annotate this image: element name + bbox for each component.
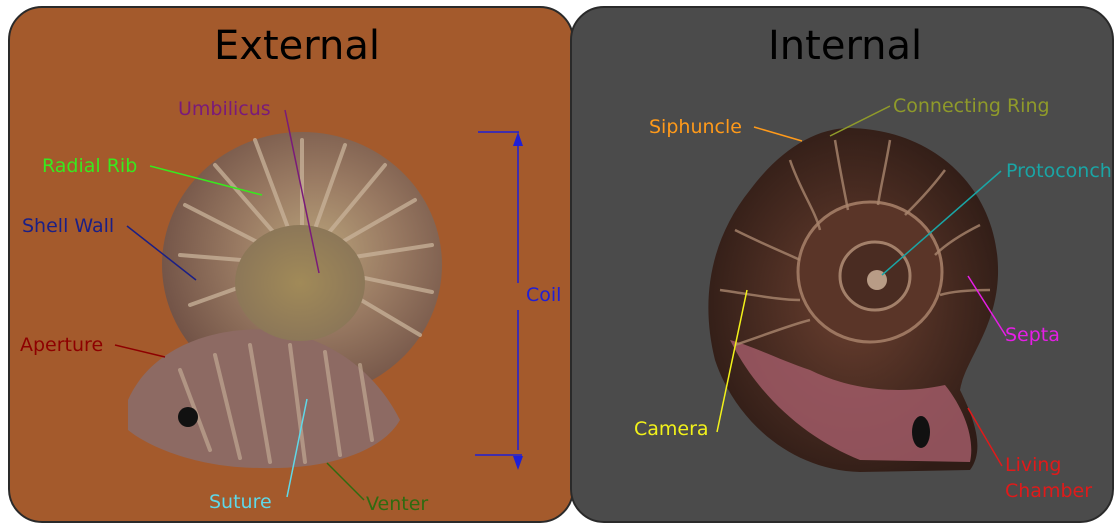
umbilicus-label: Umbilicus: [178, 100, 271, 119]
living-chamber-label-line1: Living: [1005, 456, 1062, 475]
camera-label: Camera: [634, 420, 709, 439]
radial-rib-label: Radial Rib: [42, 157, 137, 176]
living-chamber-label-line2: Chamber: [1005, 482, 1092, 501]
coil-label: Coil: [526, 286, 561, 305]
venter-label: Venter: [366, 495, 428, 514]
protoconch-label: Protoconch: [1006, 162, 1112, 181]
siphuncle-leader-line: [754, 127, 802, 141]
internal-ammonite-image: [708, 128, 998, 472]
external-title: External: [214, 26, 380, 66]
external-ammonite-image: [128, 132, 442, 468]
suture-label: Suture: [209, 493, 272, 512]
venter-leader-line: [327, 463, 364, 500]
septa-label: Septa: [1005, 326, 1060, 345]
internal-title: Internal: [768, 26, 922, 66]
aperture-leader-line: [115, 345, 165, 357]
coil-dimension-line: [475, 132, 523, 470]
siphuncle-label: Siphuncle: [649, 118, 742, 137]
connecting-ring-label: Connecting Ring: [893, 97, 1050, 116]
shell-wall-label: Shell Wall: [22, 217, 114, 236]
aperture-label: Aperture: [20, 336, 103, 355]
